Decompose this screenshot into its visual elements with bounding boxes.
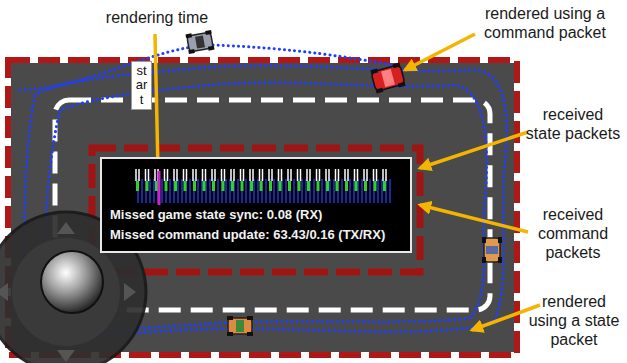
track [5, 57, 520, 358]
packet-ticks [102, 165, 410, 205]
start-sign: start [131, 61, 152, 110]
callout-label: rendered using a command packet [470, 4, 620, 42]
callout-label: rendering time [92, 8, 222, 27]
car-orange [482, 237, 502, 263]
track-border [8, 60, 517, 355]
callout-label: received command packets [524, 205, 622, 263]
inner-border [92, 148, 420, 272]
status-text: Missed game state sync: 0.08 (RX) [110, 205, 402, 225]
car-grey [185, 30, 214, 54]
callout-label: received state packets [524, 105, 622, 143]
trajectory [20, 45, 507, 340]
status-panel: Missed game state sync: 0.08 (RX)Missed … [100, 157, 412, 253]
callout-label: rendered using a state packet [524, 292, 624, 350]
track-border-red [8, 60, 517, 355]
car-bottom [227, 316, 253, 336]
start-text: start [135, 64, 148, 107]
status-text: Missed command update: 63.43/0.16 (TX/RX… [110, 225, 402, 245]
car-red [370, 63, 405, 94]
leader-arrow [155, 34, 540, 330]
